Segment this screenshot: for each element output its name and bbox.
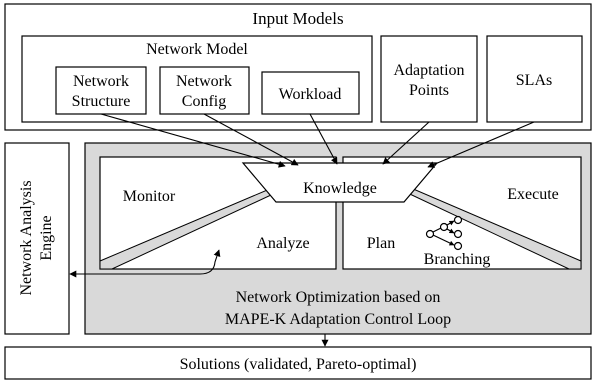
arrow-slas-to-knowledge [427, 121, 535, 168]
branching-icon [425, 215, 463, 251]
slas-box [486, 35, 583, 123]
arrow-adaptation-to-knowledge [382, 121, 430, 165]
adaptation-points-label-line1: Adaptation [393, 62, 464, 79]
arrow-workload-to-knowledge [309, 113, 338, 165]
knowledge-box [241, 162, 439, 203]
arrow-config-to-knowledge [203, 113, 299, 166]
solutions-label: Solutions (validated, Pareto-optimal) [180, 356, 417, 373]
network-config-label-line2: Config [182, 93, 226, 110]
arrow-structure-to-knowledge [100, 113, 286, 168]
input-models-title: Input Models [252, 9, 343, 28]
workload-label: Workload [279, 86, 342, 103]
network-analysis-engine-label-line1: Network Analysis [18, 180, 35, 295]
arrow-analyze-engine [69, 249, 221, 278]
network-analysis-engine-label-line2: Engine [38, 215, 55, 260]
network-analysis-engine-box [4, 142, 70, 335]
mapek-caption-line1: Network Optimization based on [236, 289, 441, 306]
branching-label: Branching [424, 251, 491, 268]
monitor-label: Monitor [123, 188, 176, 205]
analyze-label: Analyze [256, 235, 309, 252]
adaptation-points-box [380, 35, 478, 123]
knowledge-label: Knowledge [303, 180, 377, 197]
network-config-box [159, 66, 250, 115]
solutions-box [4, 346, 592, 380]
slas-label: SLAs [516, 72, 552, 89]
network-structure-label-line2: Structure [72, 93, 131, 110]
network-structure-label-line1: Network [73, 73, 129, 90]
execute-label: Execute [507, 186, 559, 203]
plan-label: Plan [367, 235, 395, 252]
network-model-title: Network Model [146, 41, 248, 58]
adaptation-points-label-line2: Points [409, 82, 449, 99]
mapek-caption-line2: MAPE-K Adaptation Control Loop [225, 311, 451, 328]
network-config-label-line1: Network [176, 73, 232, 90]
network-structure-box [55, 66, 147, 115]
